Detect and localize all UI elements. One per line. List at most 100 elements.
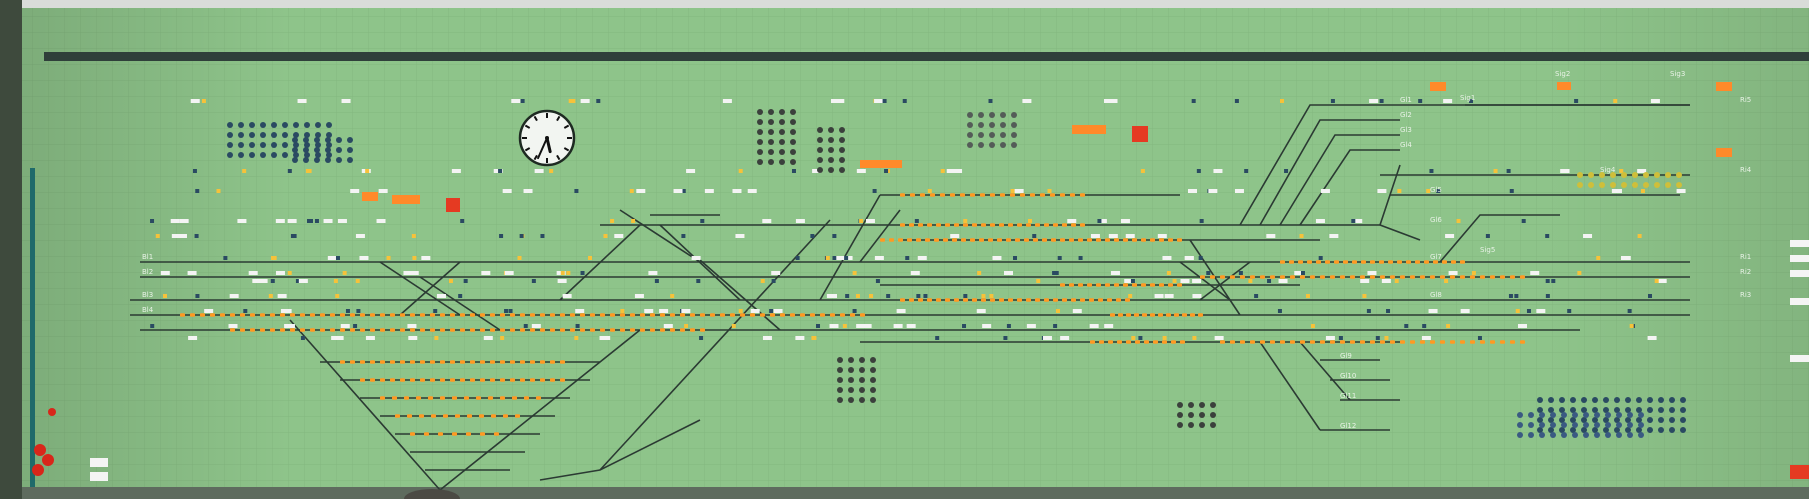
occupied-lamp bbox=[1099, 340, 1104, 344]
track-indicator bbox=[252, 279, 262, 283]
occupied-lamp bbox=[1370, 260, 1375, 264]
track-indicator bbox=[365, 169, 370, 173]
track-indicator bbox=[906, 324, 916, 328]
track-indicator bbox=[1485, 234, 1490, 238]
occupied-lamp bbox=[1080, 223, 1085, 227]
control-button bbox=[1614, 407, 1620, 413]
track-indicator bbox=[1157, 234, 1167, 238]
track-indicator bbox=[508, 309, 513, 313]
occupied-lamp bbox=[390, 328, 395, 332]
track-indicator bbox=[1192, 279, 1202, 283]
occupied-lamp bbox=[1044, 223, 1049, 227]
occupied-lamp bbox=[1300, 340, 1305, 344]
control-button bbox=[1638, 422, 1644, 428]
occupied-lamp bbox=[1126, 340, 1131, 344]
occupied-lamp bbox=[1144, 340, 1149, 344]
track-indicator bbox=[1055, 309, 1060, 313]
occupied-lamp bbox=[1325, 260, 1330, 264]
occupied-lamp bbox=[640, 328, 645, 332]
control-button bbox=[1665, 172, 1671, 178]
control-button bbox=[1561, 412, 1567, 418]
occupied-lamp bbox=[320, 313, 325, 317]
occupied-lamp bbox=[590, 328, 595, 332]
control-button bbox=[1000, 112, 1006, 118]
control-button bbox=[1559, 397, 1565, 403]
occupied-lamp bbox=[1330, 275, 1335, 279]
track-indicator bbox=[228, 324, 238, 328]
control-button bbox=[859, 367, 865, 373]
control-button bbox=[1636, 397, 1642, 403]
occupied-lamp bbox=[1420, 275, 1425, 279]
track-indicator bbox=[340, 324, 350, 328]
track-indicator bbox=[620, 309, 625, 313]
track-indicator bbox=[1054, 271, 1059, 275]
control-button bbox=[848, 397, 854, 403]
control-button bbox=[989, 132, 995, 138]
track-indicator bbox=[981, 294, 986, 298]
track-indicator bbox=[1180, 279, 1190, 283]
occupied-lamp bbox=[410, 378, 415, 382]
control-button bbox=[1570, 417, 1576, 423]
track-indicator bbox=[1515, 309, 1520, 313]
control-button bbox=[271, 132, 277, 138]
occupied-lamp bbox=[470, 328, 475, 332]
occupied-lamp bbox=[1017, 223, 1022, 227]
indicator-lamps bbox=[150, 99, 1686, 340]
control-button bbox=[1548, 417, 1554, 423]
occupied-lamp bbox=[180, 313, 185, 317]
occupied-lamp bbox=[400, 360, 405, 364]
control-button bbox=[1539, 412, 1545, 418]
alarm-lamp bbox=[1716, 148, 1732, 157]
occupied-lamp bbox=[720, 313, 725, 317]
occupied-lamp bbox=[230, 313, 235, 317]
occupied-lamp bbox=[1114, 283, 1119, 287]
clock-ticks bbox=[522, 113, 572, 163]
control-button bbox=[1605, 412, 1611, 418]
occupied-lamp bbox=[1153, 340, 1158, 344]
occupied-lamp bbox=[620, 328, 625, 332]
occupied-lamp bbox=[404, 396, 409, 400]
occupied-lamp bbox=[350, 328, 355, 332]
track-indicator bbox=[308, 219, 313, 223]
control-button bbox=[1647, 427, 1653, 433]
occupied-lamp bbox=[1442, 260, 1447, 264]
control-button bbox=[238, 132, 244, 138]
track-indicator bbox=[1508, 294, 1513, 298]
occupied-lamp bbox=[1350, 275, 1355, 279]
track-indicator bbox=[517, 256, 522, 260]
control-button bbox=[271, 122, 277, 128]
track-indicator bbox=[825, 256, 830, 260]
control-button bbox=[1577, 172, 1583, 178]
track-indicator bbox=[953, 169, 963, 173]
track-line bbox=[1379, 224, 1421, 241]
occupied-lamp bbox=[997, 238, 1002, 242]
track-indicator bbox=[1072, 309, 1082, 313]
track-indicator bbox=[1353, 219, 1363, 223]
occupied-lamp bbox=[1410, 340, 1415, 344]
clock-tick bbox=[556, 115, 561, 122]
occupied-lamp bbox=[370, 360, 375, 364]
occupied-lamp bbox=[200, 313, 205, 317]
track-indicator bbox=[1284, 169, 1289, 173]
track-indicator bbox=[1047, 189, 1052, 193]
occupied-lamp bbox=[1460, 275, 1465, 279]
occupied-lamp bbox=[1352, 260, 1357, 264]
track-indicator bbox=[1130, 279, 1135, 283]
occupied-lamp bbox=[240, 328, 245, 332]
control-button bbox=[1658, 397, 1664, 403]
control-button bbox=[1610, 172, 1616, 178]
clock-minute-hand bbox=[537, 137, 548, 160]
track-indicator bbox=[1426, 189, 1431, 193]
track-indicator bbox=[412, 256, 417, 260]
track-indicator bbox=[498, 169, 503, 173]
occupied-lamp bbox=[494, 432, 499, 436]
control-button bbox=[1011, 112, 1017, 118]
occupied-lamp bbox=[1406, 260, 1411, 264]
track-line bbox=[1439, 214, 1560, 263]
station-tag: Gl6 bbox=[1430, 216, 1442, 224]
occupied-lamp bbox=[900, 223, 905, 227]
control-button bbox=[238, 142, 244, 148]
occupied-lamp bbox=[952, 238, 957, 242]
track-indicator bbox=[1162, 336, 1167, 340]
track-indicator bbox=[1036, 279, 1041, 283]
